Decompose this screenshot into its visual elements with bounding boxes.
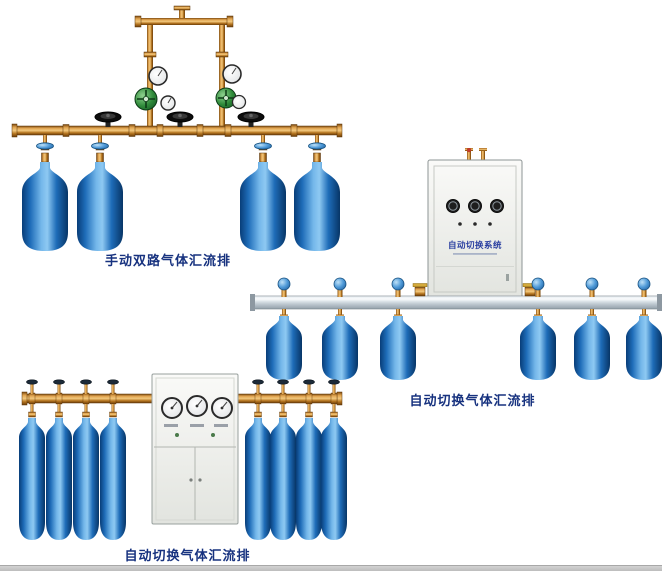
- auto-manifold-cabinet-illustration: [19, 373, 347, 540]
- product-auto-switch-manifold-wall: 自动切换系统: [250, 148, 662, 409]
- gas-cylinder: [296, 418, 322, 540]
- control-cabinet: [151, 373, 239, 525]
- gas-cylinder: [626, 277, 662, 380]
- cylinder-valves: [26, 379, 340, 418]
- gas-cylinder: [46, 418, 72, 540]
- product-auto-switch-manifold-cabinet: 自动切换气体汇流排: [12, 372, 357, 564]
- handwheel-valve: [166, 111, 194, 127]
- gas-cylinder: [520, 277, 556, 380]
- gas-cylinder: [321, 418, 347, 540]
- gas-cylinder: [574, 277, 610, 380]
- gas-cylinder: [294, 135, 340, 251]
- cabinet-label-strip: [214, 424, 228, 427]
- gas-cylinder: [322, 277, 358, 380]
- valve-station: [53, 379, 65, 418]
- cabinet-label-strip: [190, 424, 204, 427]
- valve-station: [107, 379, 119, 418]
- cabinet-door-handle: [506, 274, 509, 281]
- cabinet-label: 自动切换系统: [448, 240, 502, 251]
- gas-cylinders: [266, 277, 662, 380]
- gas-cylinder: [19, 418, 45, 540]
- valve-station: [80, 379, 92, 418]
- pressure-regulators: [134, 64, 247, 111]
- manual-manifold-illustration: [11, 5, 343, 251]
- cabinet-gauges: [446, 199, 504, 213]
- cabinet-gauges: [161, 395, 233, 419]
- valve-station: [303, 379, 315, 418]
- gas-cylinders: [19, 418, 347, 540]
- valve-station: [328, 379, 340, 418]
- cabinet-indicator-lights: [458, 222, 492, 226]
- gas-cylinders: [22, 135, 340, 251]
- control-cabinet: 自动切换系统: [427, 148, 523, 299]
- product-caption: 自动切换气体汇流排: [124, 549, 251, 564]
- valve-station: [26, 379, 38, 418]
- gas-cylinder: [240, 135, 286, 251]
- rail-cabinet-fittings: [412, 283, 538, 297]
- gas-cylinder: [270, 418, 296, 540]
- cabinet-switch: [175, 433, 179, 437]
- header-handwheel-valves: [94, 111, 265, 127]
- manifold-rail: [250, 294, 662, 311]
- handwheel-valve: [94, 111, 122, 127]
- footer-divider-strip: [0, 565, 662, 571]
- valve-station: [277, 379, 289, 418]
- header-pipe: [11, 123, 343, 138]
- gas-cylinder: [100, 418, 126, 540]
- cabinet-sublabel-line: [453, 253, 497, 255]
- gas-cylinder: [380, 277, 416, 380]
- cabinet-door-handle: [198, 478, 202, 482]
- auto-manifold-illustration: 自动切换系统: [250, 148, 662, 380]
- product-manual-dual-manifold: 手动双路气体汇流排: [8, 4, 344, 269]
- product-caption: 自动切换气体汇流排: [409, 394, 536, 409]
- gas-cylinder: [77, 135, 123, 251]
- gas-cylinder: [22, 135, 68, 251]
- cabinet-switch: [211, 433, 215, 437]
- gas-cylinder: [245, 418, 271, 540]
- handwheel-valve: [237, 111, 265, 127]
- gas-cylinder: [266, 277, 302, 380]
- product-caption: 手动双路气体汇流排: [104, 254, 231, 269]
- gas-cylinder: [73, 418, 99, 540]
- valve-station: [252, 379, 264, 418]
- cabinet-door-handle: [189, 478, 193, 482]
- cabinet-label-strip: [164, 424, 178, 427]
